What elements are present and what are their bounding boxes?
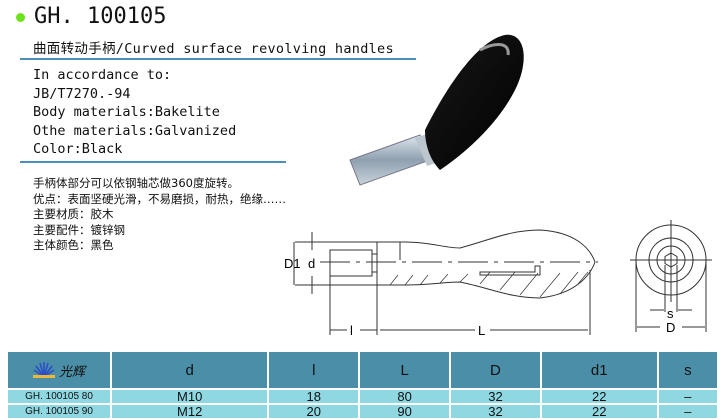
column-header: l — [269, 352, 359, 388]
handle-body — [425, 34, 524, 170]
spec-line: JB/T7270.-94 — [33, 85, 131, 102]
table-row: GH. 100105 80 M10 18 80 32 22 – — [8, 390, 717, 403]
product-code: GH. 100105 — [34, 4, 167, 29]
note-line: 手柄体部分可以依钢轴芯做360度旋转。 — [33, 176, 239, 190]
column-header: L — [360, 352, 450, 388]
spec-list: In accordance to: JB/T7270.-94 Body mate… — [33, 66, 236, 159]
note-line: 优点：表面坚硬光滑，不易磨损，耐热，绝缘…… — [33, 191, 286, 206]
table-row: GH. 100105 90 M12 20 90 32 22 – — [8, 405, 717, 418]
sunburst-logo-icon — [32, 362, 55, 378]
brand-name: 光辉 — [58, 364, 85, 380]
model-cell: GH. 100105 90 — [8, 405, 110, 418]
label-D: D — [666, 320, 675, 335]
column-header: d1 — [541, 352, 657, 388]
product-photo — [349, 34, 524, 186]
divider — [20, 161, 286, 163]
spec-line: In accordance to: — [33, 67, 172, 83]
handle-outline — [376, 229, 596, 299]
column-header: s — [658, 352, 717, 388]
label-s: s — [667, 306, 674, 321]
brand-cell: 光辉 — [8, 352, 110, 388]
label-l: l — [350, 323, 353, 338]
table-cell: 90 — [360, 405, 450, 418]
table-cell: M12 — [112, 405, 268, 418]
spec-table: 光辉 d l L D d1 s GH. 100105 80 M10 18 80 … — [6, 350, 719, 420]
table-header-row: 光辉 d l L D d1 s — [8, 352, 717, 388]
note-line: 主要材质：胶木 — [33, 207, 114, 221]
spec-line: Color:Black — [33, 141, 123, 158]
stud-outline — [329, 249, 373, 277]
divider — [20, 58, 416, 60]
table-cell: 22 — [541, 390, 657, 403]
product-subtitle: 曲面转动手柄/Curved surface revolving handles — [33, 41, 394, 57]
table-cell: M10 — [112, 390, 268, 403]
note-line: 主要配件：镀锌钢 — [33, 222, 125, 237]
table-cell: 18 — [269, 390, 359, 403]
label-L: L — [478, 323, 485, 338]
label-D1: D1 — [284, 256, 301, 271]
table-cell: – — [658, 390, 717, 403]
model-cell: GH. 100105 80 — [8, 390, 110, 403]
note-line: 主体颜色：黑色 — [33, 238, 114, 252]
spec-line: Body materials:Bakelite — [33, 104, 220, 121]
bullet-dot — [16, 13, 25, 22]
table-cell: 22 — [541, 405, 657, 418]
spec-line: Othe materials:Galvanized — [33, 122, 237, 139]
column-header: D — [451, 352, 540, 388]
label-d: d — [308, 256, 315, 271]
table-cell: 20 — [269, 405, 359, 418]
table-cell: 32 — [451, 390, 540, 403]
notes-list: 手柄体部分可以依钢轴芯做360度旋转。 优点：表面坚硬光滑，不易磨损，耐热，绝缘… — [33, 176, 286, 254]
column-header: d — [112, 352, 268, 388]
table-cell: 80 — [360, 390, 450, 403]
technical-drawing: D1 d l L s D — [284, 220, 712, 338]
table-cell: 32 — [451, 405, 540, 418]
table-cell: – — [658, 405, 717, 418]
